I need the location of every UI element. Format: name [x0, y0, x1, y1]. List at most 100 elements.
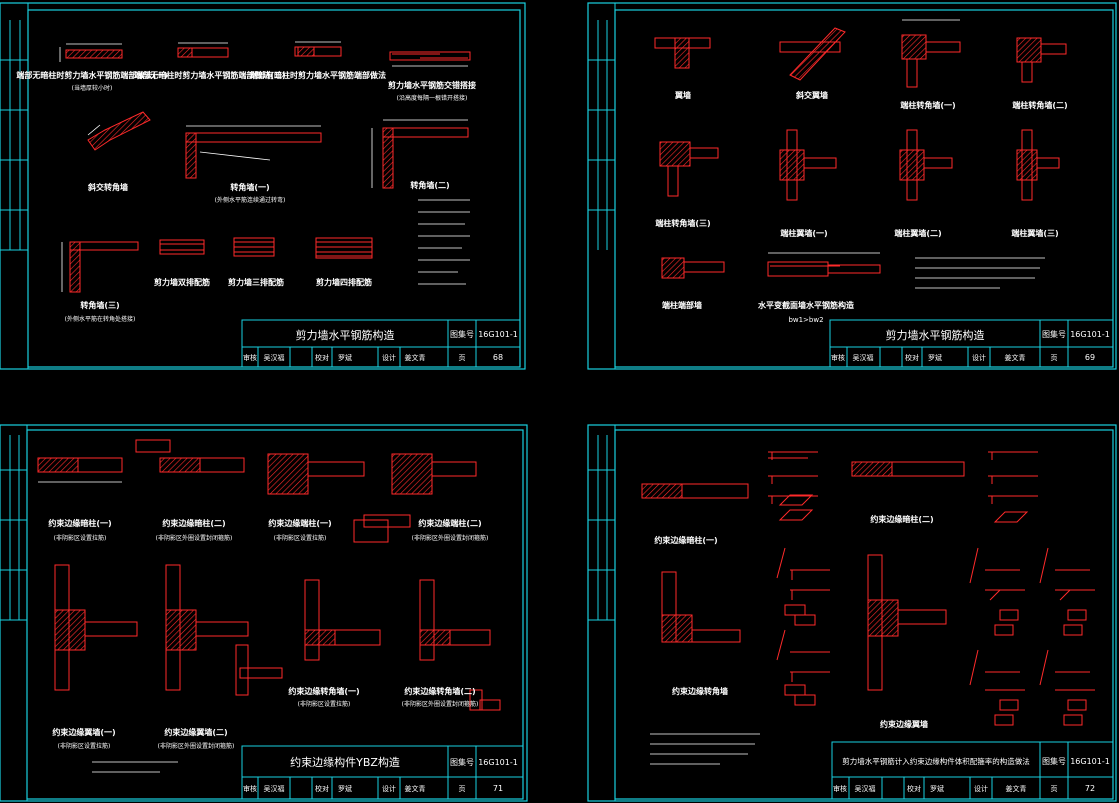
sheet-71-subcaption-8: (非阴影区外圈设置封闭箍筋) [402, 700, 479, 708]
detail-double-row [159, 239, 205, 255]
sheet-69-reviewer: 吴汉福 [853, 353, 874, 362]
sheet-72-designer: 姜文青 [1006, 784, 1027, 793]
detail-end-col-corner-2 [1016, 37, 1067, 83]
detail-variable-section [767, 252, 881, 277]
sheet-69-title-block: 剪力墙水平钢筋构造 图集号 16G101-1 审核 吴汉福 校对 罗斌 设计 姜… [829, 319, 1114, 368]
detail-ybz-flange-1 [54, 564, 138, 691]
sheet-68-caption-3: 端部有暗柱时剪力墙水平钢筋端部做法 [250, 70, 386, 80]
sheet-71-caption-7: 约束边缘转角墙(一) [288, 686, 359, 696]
detail-72-hidden-col-2 [851, 461, 965, 477]
sheet-72-design-label: 设计 [974, 784, 988, 793]
sheet-68-caption-4: 剪力墙水平钢筋交错搭接 [388, 80, 476, 90]
sheet-68-outer-frame [0, 2, 526, 370]
sheet-71-caption-2: 约束边缘暗柱(二) [162, 518, 225, 528]
sheet-69-atlas-number: 16G101-1 [1070, 330, 1110, 339]
sheet-71-checker: 罗斌 [338, 784, 352, 793]
sheet-68-caption-5: 斜交转角墙 [87, 182, 128, 192]
sheet-71: 约束边缘暗柱(一) (非阴影区设置拉筋) 约束边缘暗柱(二) (非阴影区外圈设置… [0, 424, 528, 802]
sheet-69-inner-frame [614, 9, 1114, 368]
sheet-71-title: 约束边缘构件YBZ构造 [290, 755, 400, 769]
sheet-71-left-strip [0, 425, 28, 801]
sheet-69-designer: 姜文青 [1005, 353, 1026, 362]
sheet-72-left-strip [588, 425, 616, 801]
sheet-68-designer: 姜文青 [405, 353, 426, 362]
sheet-68-atlas-label: 图集号 [450, 329, 474, 339]
detail-oblique-flange [779, 27, 846, 81]
sheet-71-subcaption-7: (非阴影区设置拉筋) [298, 700, 351, 708]
sheet-72-atlas-label: 图集号 [1042, 756, 1066, 766]
sheet-72-caption-1: 约束边缘暗柱(一) [654, 535, 717, 545]
sheet-71-subcaption-6: (非阴影区外圈设置封闭箍筋) [158, 742, 235, 750]
detail-ybz-end-col-1 [267, 453, 365, 495]
sheet-71-caption-1: 约束边缘暗柱(一) [48, 518, 111, 528]
sheet-68-title-block: 剪力墙水平钢筋构造 图集号 16G101-1 审核 吴汉福 校对 罗斌 设计 姜… [241, 319, 521, 368]
sheet-69-title: 剪力墙水平钢筋构造 [886, 328, 985, 342]
sheet-71-subcaption-5: (非阴影区设置拉筋) [58, 742, 111, 750]
sheet-69-bw-label: bw1>bw2 [788, 316, 823, 324]
sheet-69-caption-9: 端柱端部墙 [662, 300, 702, 310]
detail-end-col-flange-1 [779, 129, 837, 201]
sheet-71-page-label: 页 [459, 785, 466, 793]
sheet-68-reviewer: 吴汉福 [264, 353, 285, 362]
rebar-sketches [768, 451, 1095, 726]
sheet-71-atlas-number: 16G101-1 [478, 758, 518, 767]
sheet-72-caption-4: 约束边缘翼墙 [880, 719, 928, 729]
sheet-69-atlas-label: 图集号 [1042, 329, 1066, 339]
detail-wall-end-2 [177, 42, 229, 58]
sheet-72-atlas-number: 16G101-1 [1070, 757, 1110, 766]
detail-ybz-corner-2 [419, 579, 501, 711]
sheet-72-checker: 罗斌 [930, 784, 944, 793]
sheet-72-reviewer: 吴汉福 [855, 784, 876, 793]
sheet-71-designer: 姜文青 [405, 784, 426, 793]
sheet-72-page-number: 72 [1085, 784, 1095, 793]
sheet-68-review-label: 审核 [243, 353, 257, 362]
sheet-69: 翼墙 斜交翼墙 端柱转角墙(一) 端柱转角墙(二) 端柱转角墙(三) 端柱翼墙(… [587, 2, 1117, 370]
sheet-72-caption-2: 约束边缘暗柱(二) [870, 514, 933, 524]
sheet-71-notes [92, 761, 178, 773]
detail-72-hidden-col-1 [641, 483, 749, 499]
sheet-68-caption-10: 剪力墙三排配筋 [228, 277, 284, 287]
detail-oblique-corner [87, 111, 151, 151]
sheet-68-caption-6: 转角墙(一) [230, 182, 269, 192]
detail-wall-end-1 [59, 43, 123, 62]
sheet-68-checker: 罗斌 [338, 353, 352, 362]
sheet-71-caption-4: 约束边缘端柱(二) [418, 518, 481, 528]
sheet-69-check-label: 校对 [905, 353, 919, 362]
sheet-71-caption-3: 约束边缘端柱(一) [268, 518, 331, 528]
sheet-71-reviewer: 吴汉福 [264, 784, 285, 793]
sheet-71-subcaption-3: (非阴影区设置拉筋) [274, 534, 327, 542]
sheet-71-subcaption-2: (非阴影区外圈设置封闭箍筋) [156, 534, 233, 542]
sheet-68-page-number: 68 [493, 353, 503, 362]
sheet-71-check-label: 校对 [315, 784, 329, 793]
detail-end-col-flange-3 [1016, 129, 1060, 201]
sheet-72-check-label: 校对 [907, 784, 921, 793]
sheet-69-left-strip [588, 3, 616, 369]
sheet-69-notes [915, 257, 1045, 289]
sheet-71-review-label: 审核 [243, 784, 257, 793]
detail-triple-row [233, 237, 275, 257]
sheet-69-caption-6: 端柱翼墙(一) [780, 228, 827, 238]
sheet-69-caption-4: 端柱转角墙(二) [1012, 100, 1067, 110]
sheet-71-subcaption-1: (非阴影区设置拉筋) [54, 534, 107, 542]
detail-corner-wall-3 [61, 241, 139, 293]
sheet-71-subcaption-4: (非阴影区外圈设置封闭箍筋) [412, 534, 489, 542]
sheet-72-notes [650, 733, 760, 765]
detail-end-col-flange-2 [899, 129, 953, 201]
sheet-71-caption-5: 约束边缘翼墙(一) [52, 727, 115, 737]
detail-ybz-corner-1 [304, 579, 381, 661]
sheet-68-atlas-number: 16G101-1 [478, 330, 518, 339]
detail-end-col-corner-1 [901, 19, 961, 88]
sheet-68-caption-2: 端部无暗柱时剪力墙水平钢筋端部做法(二) [134, 70, 285, 80]
sheet-68-caption-7: 转角墙(二) [410, 180, 449, 190]
sheet-72-review-label: 审核 [833, 784, 847, 793]
sheet-72: 约束边缘暗柱(一) 约束边缘暗柱(二) 约束边缘转角墙 约束边缘翼墙 剪力墙水平… [587, 424, 1117, 802]
sheet-69-caption-3: 端柱转角墙(一) [900, 100, 955, 110]
sheet-69-design-label: 设计 [972, 353, 986, 362]
sheet-71-design-label: 设计 [382, 784, 396, 793]
sheet-72-title: 剪力墙水平钢筋计入约束边缘构件体积配箍率的构造做法 [842, 756, 1030, 766]
sheet-68-caption-9: 剪力墙双排配筋 [154, 277, 210, 287]
sheet-68-subcaption-6: (外侧水平筋连续通过转弯) [215, 196, 286, 204]
sheet-71-caption-8: 约束边缘转角墙(二) [404, 686, 475, 696]
detail-72-corner [661, 571, 741, 643]
